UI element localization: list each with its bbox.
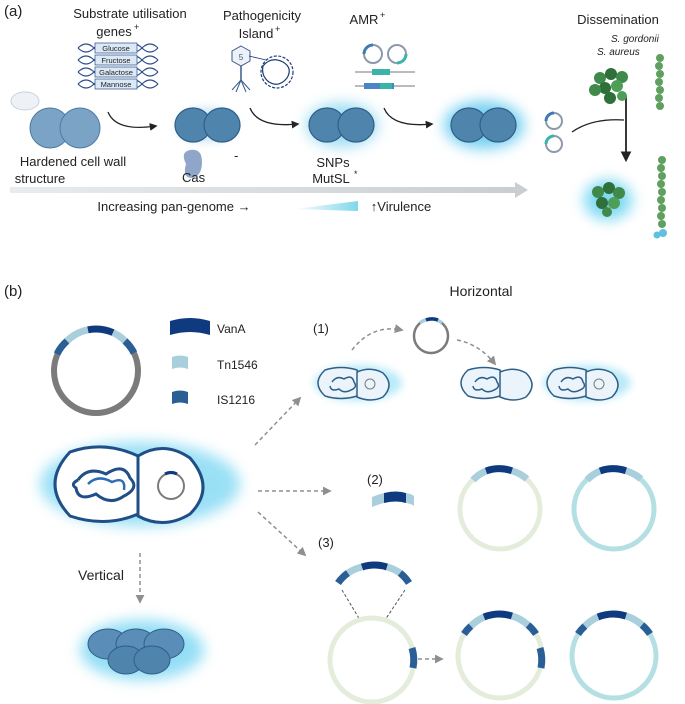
insertion-line-right [384, 589, 406, 621]
legend-swatch-tn1546 [172, 355, 188, 369]
reference-plasmid [51, 325, 141, 416]
panel-b-label: (b) [4, 283, 22, 300]
substrate-title-line1: Substrate utilisation [73, 6, 186, 21]
pathogenicity-sup: + [275, 24, 280, 34]
legend: VanA Tn1546 IS1216 [170, 318, 258, 407]
arrow-a2 [249, 107, 300, 129]
step2-recipient-plasmid-1 [457, 465, 543, 552]
hardened-wall-line2: structure [15, 171, 66, 186]
step1-transconjugant-cell [543, 365, 631, 401]
step2-label: (2) [367, 472, 383, 487]
s-gordonii-chain-top [655, 54, 664, 110]
legend-label-is1216: IS1216 [217, 393, 255, 407]
s-aureus-cluster-top [589, 68, 628, 104]
step1-donor-cell [314, 365, 402, 401]
step1-label: (1) [313, 321, 329, 336]
legend-swatch-is1216 [172, 390, 188, 404]
sugar-galactose: Galactose [99, 68, 133, 77]
step1-arrow-out [351, 324, 404, 351]
sugar-mannose: Mannose [101, 80, 132, 89]
bacterium-diplococcus-4 [444, 101, 524, 149]
arrow-a3 [383, 107, 434, 129]
step2-free-fragment [372, 491, 414, 507]
dissemination-merge-line [571, 119, 625, 133]
donor-bacterium [40, 442, 240, 526]
svg-text:5: 5 [239, 53, 244, 62]
amr-sup: + [380, 10, 385, 20]
pathogenicity-title-line1: Pathogenicity [223, 8, 302, 23]
phage-icon: 5 [231, 45, 251, 93]
bacterium-ghost-icon [10, 91, 40, 111]
cas-protein-icon [183, 149, 202, 178]
vertical-label: Vertical [78, 567, 124, 583]
s-gordonii-chain-bottom [653, 156, 667, 239]
arrow-to-step1 [254, 396, 302, 446]
s-gordonii-label: S. gordonii [611, 34, 660, 45]
mutsl-label: MutSL [312, 171, 350, 186]
dissemination-title: Dissemination [577, 12, 659, 27]
snps-label: SNPs [316, 155, 350, 170]
plasmid-pair-icon [362, 43, 408, 65]
bacterium-diplococcus-1 [29, 107, 101, 149]
hardened-wall-line1: Hardened cell wall [20, 154, 126, 169]
sugar-glucose: Glucose [102, 44, 130, 53]
sugar-label-boxes [94, 42, 138, 90]
substrate-title-line2: genes [96, 24, 132, 39]
step3-label: (3) [318, 535, 334, 550]
step3-transposon-fragment [335, 561, 412, 586]
genomic-island-icon [248, 55, 294, 89]
step3-result-plasmid-1 [455, 610, 546, 701]
arrow-to-step3 [257, 511, 307, 557]
legend-label-tn1546: Tn1546 [217, 358, 258, 372]
cas-sup: - [234, 148, 238, 163]
pan-genome-label: Increasing pan-genome → [97, 199, 250, 214]
panel-a-label: (a) [4, 3, 22, 20]
mutsl-sup: * [354, 169, 358, 179]
step1-arrow-in [456, 339, 497, 366]
s-aureus-label: S. aureus [597, 47, 640, 58]
virulence-label: ↑Virulence [371, 199, 431, 214]
conjugative-plasmid [412, 317, 450, 355]
virulence-wedge [294, 201, 358, 211]
s-aureus-cluster-bottom [584, 180, 632, 220]
horizontal-title: Horizontal [449, 283, 512, 299]
step3-target-plasmid [327, 615, 418, 704]
step1-recipient-cell [460, 366, 533, 401]
cas-label: Cas [182, 170, 206, 185]
pathogenicity-title-line2: Island [239, 26, 274, 41]
daughter-cells-cluster [80, 620, 204, 680]
amr-title: AMR [350, 12, 379, 27]
bacterium-diplococcus-2 [174, 107, 241, 143]
arrow-a1 [107, 111, 158, 131]
legend-swatch-vana [170, 318, 210, 335]
pan-genome-arrow [10, 182, 528, 198]
step3-result-plasmid-2 [569, 610, 659, 701]
substrate-sup: + [134, 22, 139, 32]
legend-label-vana: VanA [217, 322, 245, 336]
amr-dna-strands-icon [355, 69, 415, 89]
sugar-fructose: Fructose [101, 56, 130, 65]
bacterium-diplococcus-3 [306, 103, 378, 147]
insertion-line-left [341, 589, 361, 621]
plasmid-pair-small-icon [544, 111, 563, 153]
step2-recipient-plasmid-2 [571, 465, 657, 552]
